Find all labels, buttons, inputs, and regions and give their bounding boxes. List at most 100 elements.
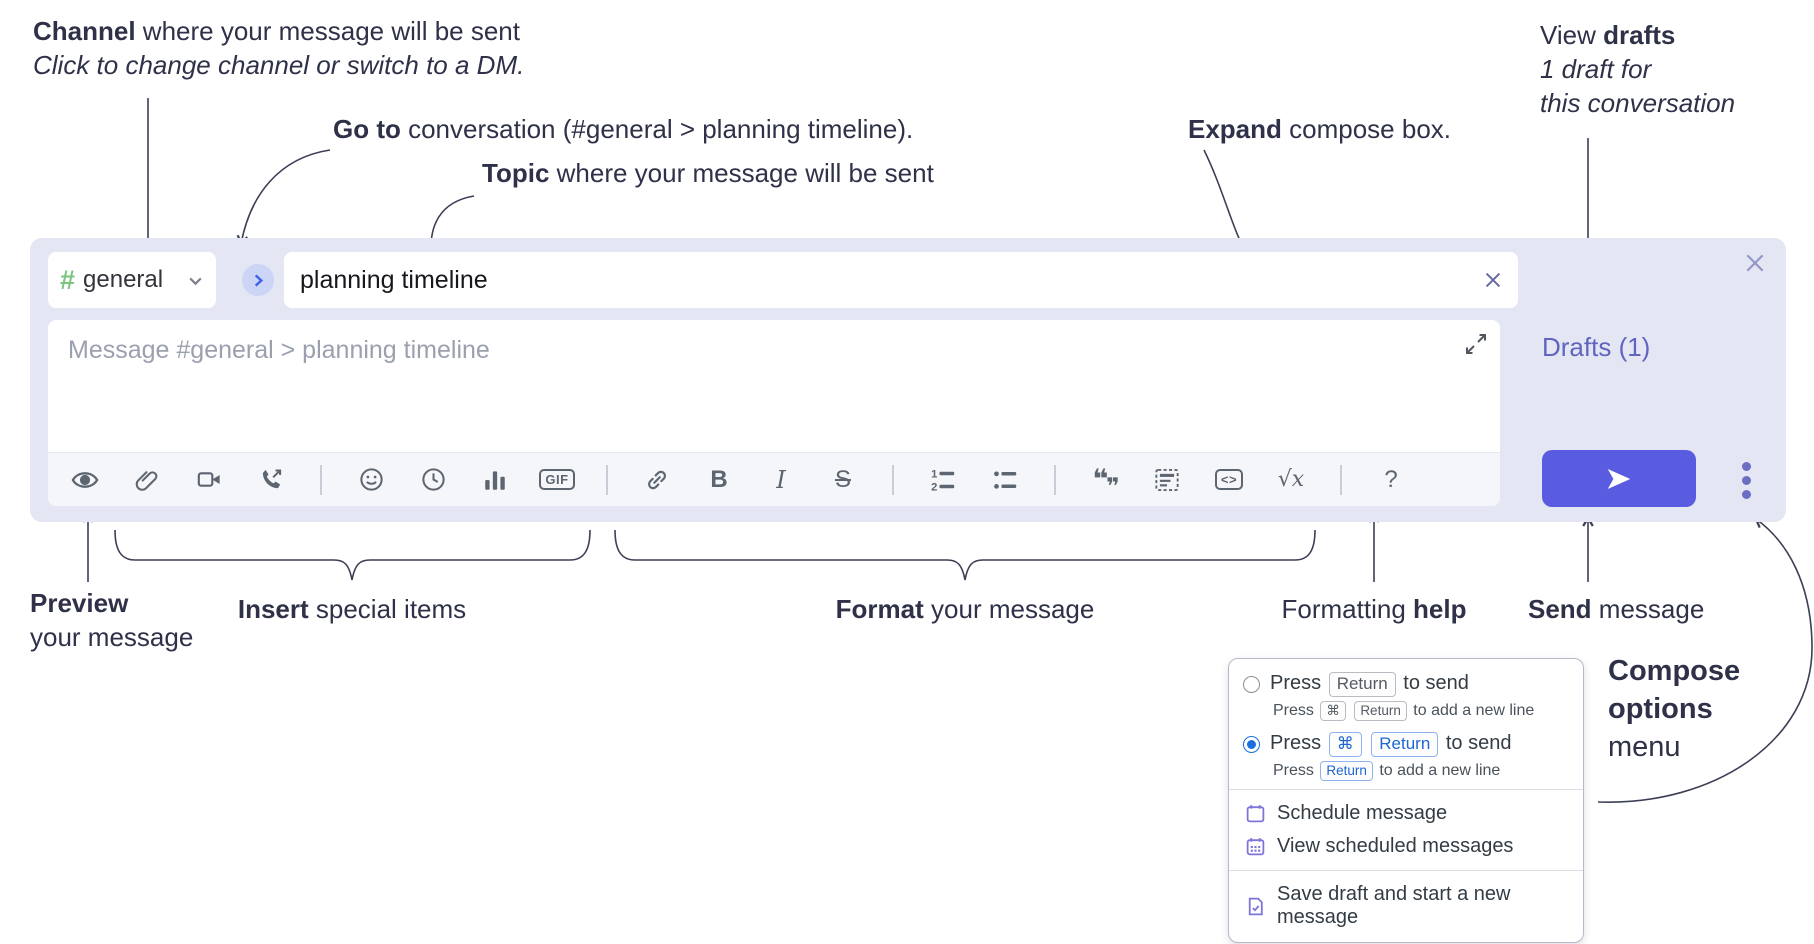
code-label: <> bbox=[1214, 469, 1244, 490]
message-box: GIF B I S 12 ❝❞ bbox=[48, 320, 1500, 506]
calendar-icon bbox=[1245, 803, 1266, 824]
annotation-compose-options: Compose options menu bbox=[1608, 652, 1740, 766]
menu-divider bbox=[1229, 870, 1583, 872]
menu-item-save-draft[interactable]: Save draft and start a new message bbox=[1243, 878, 1569, 934]
toolbar-divider bbox=[606, 464, 608, 495]
annotation-goto: Go to conversation (#general > planning … bbox=[333, 112, 913, 146]
toolbar-divider bbox=[320, 464, 322, 495]
radio-selected-icon[interactable] bbox=[1243, 736, 1260, 754]
new-line-text: to add a new line bbox=[1413, 701, 1535, 719]
expand-compose-icon[interactable] bbox=[1464, 332, 1488, 356]
annotation-formatting-help-bold: help bbox=[1413, 594, 1467, 624]
new-line-text: to add a new line bbox=[1379, 762, 1501, 780]
clear-topic-icon[interactable] bbox=[1482, 269, 1504, 291]
cmd-enter-sends-option[interactable]: Press ⌘ Return to send bbox=[1243, 729, 1569, 760]
annotation-insert: Insert special items bbox=[182, 592, 522, 626]
send-icon bbox=[1607, 468, 1631, 489]
annotation-goto-bold: Go to bbox=[333, 114, 401, 144]
annotation-insert-rest: special items bbox=[308, 594, 467, 624]
annotation-channel-sub: Click to change channel or switch to a D… bbox=[33, 50, 525, 80]
return-key: Return bbox=[1354, 700, 1407, 722]
press-text: Press bbox=[1270, 672, 1322, 694]
send-button[interactable] bbox=[1542, 450, 1696, 507]
annotation-expand-bold: Expand bbox=[1188, 114, 1282, 144]
go-to-conversation-button[interactable] bbox=[242, 264, 274, 296]
annotation-topic-rest: where your message will be sent bbox=[549, 158, 934, 188]
drafts-link[interactable]: Drafts (1) bbox=[1542, 332, 1651, 362]
menu-item-schedule-message[interactable]: Schedule message bbox=[1243, 797, 1569, 830]
annotation-compose-options-line1: Compose bbox=[1608, 655, 1741, 687]
menu-item-view-scheduled[interactable]: View scheduled messages bbox=[1243, 830, 1569, 863]
quote-icon[interactable]: ❝❞ bbox=[1074, 459, 1136, 501]
cmd-key: ⌘ bbox=[1320, 700, 1346, 722]
chevron-down-icon bbox=[187, 272, 204, 289]
press-text: Press bbox=[1273, 701, 1314, 719]
compose-options-menu: Press Return to send Press ⌘ Return to a… bbox=[1228, 658, 1584, 944]
italic-icon[interactable]: I bbox=[750, 459, 812, 501]
video-call-icon[interactable] bbox=[178, 459, 240, 501]
brace-insert bbox=[114, 529, 591, 581]
annotation-format-bold: Format bbox=[835, 594, 924, 624]
add-global-time-icon[interactable] bbox=[402, 459, 464, 501]
annotation-format: Format your message bbox=[785, 592, 1145, 626]
annotation-send: Send message bbox=[1528, 592, 1704, 626]
annotation-channel-bold: Channel bbox=[33, 16, 136, 46]
menu-divider bbox=[1229, 789, 1583, 791]
brace-format bbox=[614, 529, 1316, 581]
annotation-insert-bold: Insert bbox=[237, 594, 309, 624]
annotation-view-drafts-pre: View bbox=[1540, 20, 1604, 50]
chevron-right-icon bbox=[254, 273, 263, 287]
annotation-topic: Topic where your message will be sent bbox=[482, 156, 934, 190]
annotation-view-drafts-line2: 1 draft for bbox=[1540, 54, 1652, 84]
code-icon[interactable]: <> bbox=[1198, 459, 1260, 501]
channel-picker[interactable]: # general bbox=[48, 252, 216, 308]
message-input[interactable] bbox=[48, 320, 1500, 450]
calendar-grid-icon bbox=[1245, 836, 1266, 857]
radio-unselected-icon[interactable] bbox=[1243, 675, 1260, 693]
topic-input[interactable] bbox=[284, 252, 1518, 308]
emoji-icon[interactable] bbox=[340, 459, 402, 501]
bulleted-list-icon[interactable] bbox=[974, 459, 1036, 501]
topic-input-wrap bbox=[284, 252, 1518, 308]
gif-icon[interactable]: GIF bbox=[526, 459, 588, 501]
annotation-expand: Expand compose box. bbox=[1188, 112, 1451, 146]
annotation-send-rest: message bbox=[1591, 594, 1705, 624]
preview-eye-icon[interactable] bbox=[54, 459, 116, 501]
poll-icon[interactable] bbox=[464, 459, 526, 501]
annotation-format-rest: your message bbox=[923, 594, 1095, 624]
annotation-view-drafts: View drafts 1 draft for this conversatio… bbox=[1540, 18, 1735, 120]
draft-file-check-icon bbox=[1245, 896, 1266, 917]
menu-item-label: Save draft and start a new message bbox=[1277, 883, 1511, 929]
math-label: √x bbox=[1277, 467, 1305, 492]
svg-text:2: 2 bbox=[931, 481, 937, 492]
return-key: Return bbox=[1371, 732, 1439, 758]
math-icon[interactable]: √x bbox=[1260, 459, 1322, 501]
strikethrough-label: S bbox=[834, 465, 851, 493]
toolbar-divider bbox=[1340, 464, 1342, 495]
audio-call-icon[interactable] bbox=[240, 459, 302, 501]
annotation-send-bold: Send bbox=[1528, 594, 1592, 624]
bold-icon[interactable]: B bbox=[688, 459, 750, 501]
strikethrough-icon[interactable]: S bbox=[812, 459, 874, 501]
annotation-view-drafts-line3: this conversation bbox=[1540, 88, 1736, 118]
help-label: ? bbox=[1384, 465, 1398, 493]
toolbar-divider bbox=[1054, 464, 1056, 495]
attach-file-icon[interactable] bbox=[116, 459, 178, 501]
compose-box: # general bbox=[30, 238, 1786, 522]
close-compose-icon[interactable] bbox=[1742, 250, 1768, 276]
message-formatting-help-icon[interactable]: ? bbox=[1360, 459, 1422, 501]
link-icon[interactable] bbox=[626, 459, 688, 501]
channel-hash-icon: # bbox=[60, 264, 76, 295]
compose-options-menu-button[interactable] bbox=[1726, 456, 1766, 504]
annotation-expand-rest: compose box. bbox=[1281, 114, 1452, 144]
toolbar-divider bbox=[892, 464, 894, 495]
enter-sends-option[interactable]: Press Return to send bbox=[1243, 669, 1569, 700]
to-send-text: to send bbox=[1445, 732, 1512, 755]
spoiler-icon[interactable] bbox=[1136, 459, 1198, 501]
annotation-channel-rest: where your message will be sent bbox=[135, 16, 520, 46]
cmd-key: ⌘ bbox=[1328, 732, 1362, 758]
annotation-topic-bold: Topic bbox=[482, 158, 550, 188]
